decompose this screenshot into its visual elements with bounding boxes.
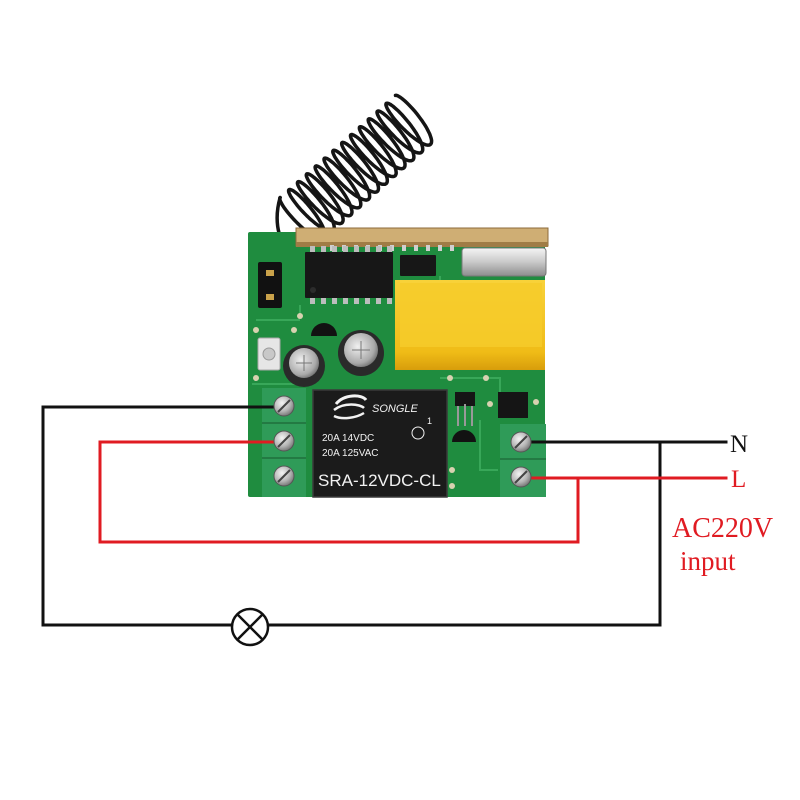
jumper-header: [258, 262, 282, 308]
solder-pad: [483, 375, 489, 381]
screw-slot: [514, 435, 528, 449]
relay-brand: SONGLE: [372, 403, 419, 415]
ic-pin: [387, 297, 392, 304]
label-live: L: [731, 466, 746, 493]
learn-button-cap: [262, 347, 276, 361]
ic-pin: [332, 297, 337, 304]
solder-pad: [297, 313, 303, 319]
solder-pad: [291, 327, 297, 333]
left-terminal-dividers: [262, 422, 306, 459]
screw-slot: [277, 469, 291, 483]
logo-swirl-bottom: [333, 411, 365, 420]
smd-component: [498, 392, 528, 418]
relay: SONGLE 20A 14VDC 20A 125VAC 1 SRA-12VDC-…: [312, 389, 448, 498]
ic-pin: [376, 246, 381, 253]
label-neutral: N: [730, 431, 748, 458]
terminal-screws: [273, 395, 532, 488]
small-ic: [400, 255, 436, 276]
rf-module-edge: [296, 242, 548, 247]
screw-slot: [277, 434, 291, 448]
terminal-screw-5: [510, 466, 532, 488]
jumper-body: [258, 262, 282, 308]
rf-module-pin: [450, 245, 454, 251]
capacitor-vent: [352, 341, 370, 359]
screw-slot: [514, 470, 528, 484]
antenna-spring: [277, 93, 434, 242]
electrolytic-capacitor-right: [338, 330, 384, 376]
relay-cert-mark: 1: [427, 416, 432, 426]
lamp-cross: [236, 613, 264, 641]
rf-module-pin: [426, 245, 430, 251]
relay-rating-ac: 20A 125VAC: [322, 448, 379, 459]
terminal-screw-3: [273, 465, 295, 487]
driver-transistor: [452, 404, 476, 442]
transistor: [311, 323, 337, 336]
electrolytic-capacitor-left: [283, 345, 325, 387]
ic-pin: [310, 246, 315, 253]
relay-rating-dc: 20A 14VDC: [322, 433, 374, 444]
ic-pin: [321, 297, 326, 304]
rf-module-pin: [402, 245, 406, 251]
relay-model: SRA-12VDC-CL: [318, 471, 441, 490]
ic-pin: [354, 246, 359, 253]
ic-pin: [332, 246, 337, 253]
driver-transistor-leads: [457, 404, 473, 426]
solder-pad: [449, 483, 455, 489]
rf-module-pin: [414, 245, 418, 251]
ic-pin: [387, 246, 392, 253]
solder-pad: [487, 401, 493, 407]
terminal-screw-4: [510, 431, 532, 453]
ic-pin: [310, 297, 315, 304]
diode: [455, 392, 475, 406]
logo-swirl-top: [334, 394, 368, 406]
lamp-icon: [230, 607, 270, 647]
ic-pin: [343, 246, 348, 253]
solder-pad: [253, 375, 259, 381]
logo-swirl-mid: [333, 403, 365, 412]
ic-pin: [343, 297, 348, 304]
jumper-pin: [266, 294, 274, 300]
solder-pad: [533, 399, 539, 405]
driver-transistor-body: [452, 430, 476, 442]
decoder-ic: [305, 246, 393, 304]
learn-button: [257, 337, 281, 371]
load-wire: [41, 405, 662, 627]
ic-pin: [365, 297, 370, 304]
ic-pin: [354, 297, 359, 304]
solder-pad: [447, 375, 453, 381]
solder-pad: [449, 467, 455, 473]
crystal-oscillator: [461, 247, 547, 277]
rf-module-pin: [438, 245, 442, 251]
decoder-ic-pins: [310, 246, 392, 304]
ic-pin: [376, 297, 381, 304]
x2-capacitor-top-face: [400, 283, 542, 347]
solder-pad: [253, 327, 259, 333]
supply-voltage-label: AC220V: [672, 513, 773, 544]
live-jumper-wire: [98, 440, 580, 544]
jumper-pin: [266, 270, 274, 276]
ic-pin: [365, 246, 370, 253]
songle-logo-icon: [333, 394, 368, 420]
terminal-screw-1: [273, 395, 295, 417]
ic-pin: [321, 246, 326, 253]
terminal-screw-2: [273, 430, 295, 452]
capacitor-vent: [296, 355, 312, 371]
screw-slot: [277, 399, 291, 413]
cert-mark-icon: [411, 426, 425, 440]
decoder-ic-body: [305, 252, 393, 298]
supply-caption-label: input: [680, 546, 736, 576]
decoder-ic-notch: [310, 287, 316, 293]
x2-capacitor: [395, 280, 545, 370]
